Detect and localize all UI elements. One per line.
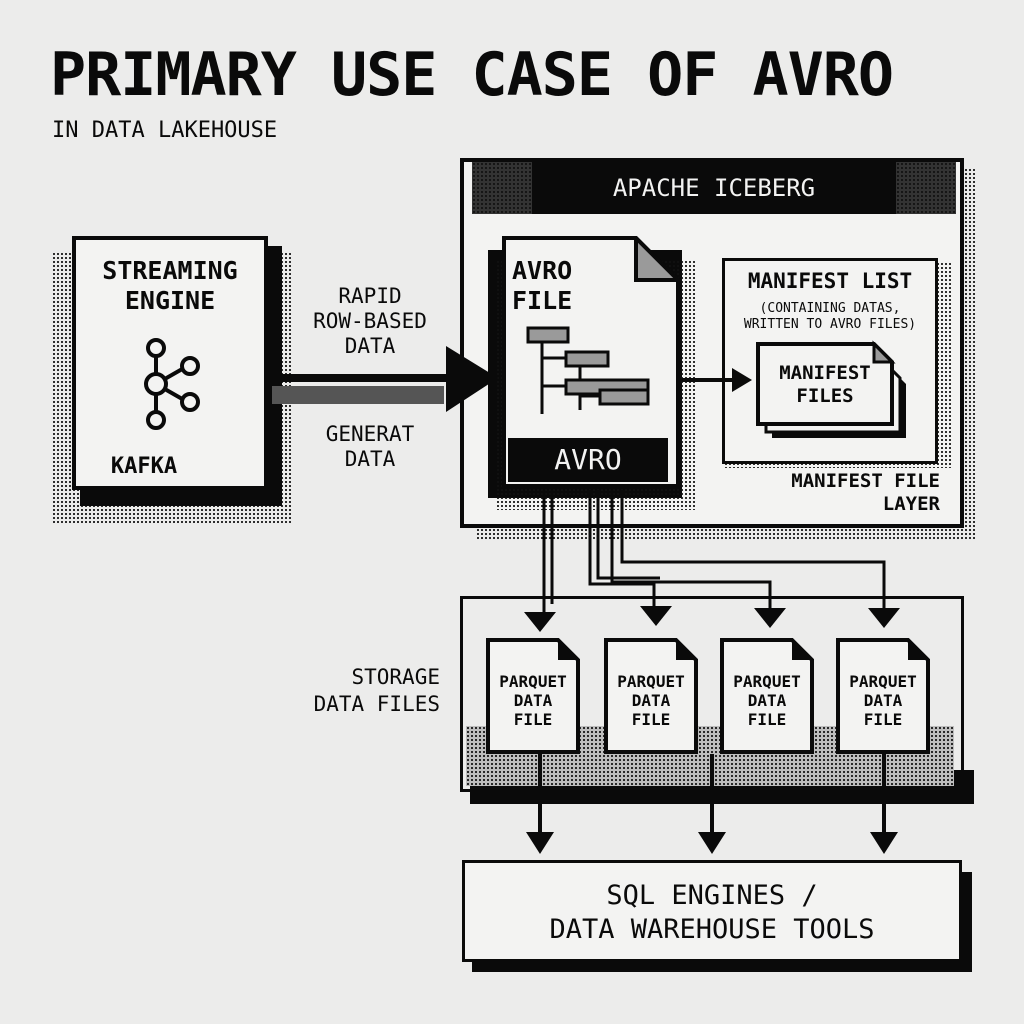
schema-tree-icon — [526, 326, 650, 414]
sql-engines-line1: SQL ENGINES / — [606, 880, 818, 911]
parquet-label-line3: FILE — [631, 710, 671, 730]
manifest-files-line2: FILES — [796, 384, 854, 407]
parquet-file-2: PARQUET DATA FILE — [604, 638, 698, 754]
manifest-list-note-line2: WRITTEN TO AVRO FILES) — [743, 316, 917, 332]
parquet-label-line2: DATA — [513, 691, 553, 711]
parquet-file-1: PARQUET DATA FILE — [486, 638, 580, 754]
avro-file-label-line1: AVRO — [512, 256, 573, 285]
sql-engines-line2: DATA WAREHOUSE TOOLS — [549, 913, 875, 945]
iceberg-header-bar: APACHE ICEBERG — [472, 162, 956, 214]
streaming-engine-title-line1: STREAMING — [102, 256, 238, 285]
avro-file-document: AVRO FILE AVRO — [502, 236, 680, 488]
streaming-engine-title-line2: ENGINE — [124, 286, 216, 315]
manifest-list-note-line1: (CONTAINING DATAS, — [759, 301, 901, 316]
manifest-layer-label-line1: MANIFEST FILE — [791, 470, 940, 492]
parquet-label-line2: DATA — [747, 691, 787, 711]
manifest-files-document: MANIFEST FILES — [752, 340, 912, 442]
streaming-engine-box: STREAMING ENGINE KAFKA — [72, 236, 268, 490]
avro-file-label-line2: FILE — [512, 286, 573, 315]
manifest-files-line1: MANIFEST — [779, 362, 871, 384]
arrow-label-line3: DATA — [344, 334, 396, 359]
arrow-label-line2: ROW-BASED — [313, 309, 427, 334]
parquet-label-line3: FILE — [747, 710, 787, 730]
storage-label-line1: STORAGE — [351, 665, 440, 689]
parquet-file-3: PARQUET DATA FILE — [720, 638, 814, 754]
page-subtitle: IN DATA LAKEHOUSE — [52, 118, 278, 143]
storage-label-line2: DATA FILES — [313, 692, 440, 717]
arrow-label-line4: GENERAT — [325, 422, 415, 446]
parquet-label-line1: PARQUET — [499, 672, 567, 691]
avro-badge: AVRO — [508, 438, 668, 482]
parquet-label-line1: PARQUET — [733, 672, 801, 691]
manifest-list-title: MANIFEST LIST — [747, 269, 913, 293]
kafka-label: KAFKA — [110, 454, 178, 479]
parquet-label-line1: PARQUET — [849, 672, 917, 691]
parquet-label-line2: DATA — [863, 691, 903, 711]
iceberg-header: APACHE ICEBERG — [612, 174, 816, 202]
sql-engines-box: SQL ENGINES / DATA WAREHOUSE TOOLS — [462, 860, 962, 962]
parquet-label-line3: FILE — [513, 710, 553, 730]
manifest-layer-label-line2: LAYER — [882, 492, 940, 515]
parquet-file-4: PARQUET DATA FILE — [836, 638, 930, 754]
parquet-label-line3: FILE — [863, 710, 903, 730]
page-title: PRIMARY USE CASE OF AVRO — [50, 40, 894, 110]
parquet-label-line2: DATA — [631, 691, 671, 711]
arrow-label-line5: DATA — [344, 447, 396, 472]
arrow-label-line1: RAPID — [338, 284, 402, 308]
parquet-label-line1: PARQUET — [617, 672, 685, 691]
kafka-logo-icon — [144, 338, 200, 430]
